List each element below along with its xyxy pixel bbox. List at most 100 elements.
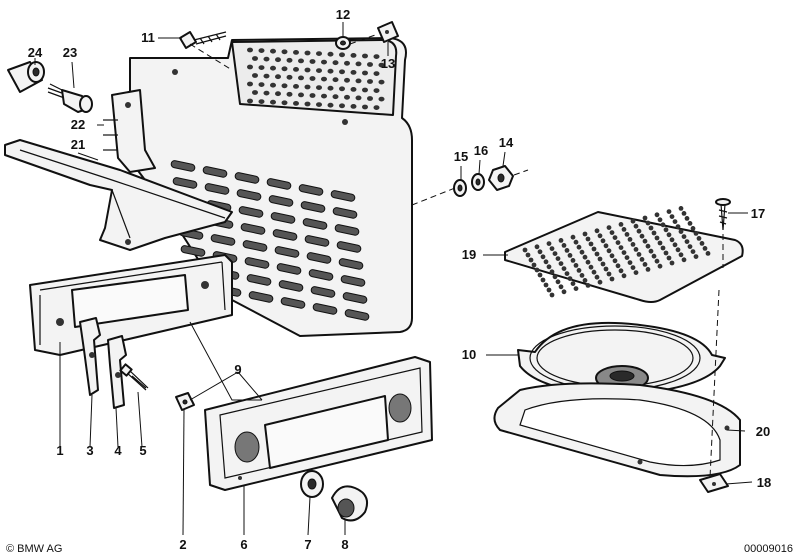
- grille-hole: [561, 266, 567, 271]
- perforation-hole: [263, 73, 270, 79]
- perforation-hole: [247, 47, 253, 53]
- grille-hole: [675, 247, 681, 253]
- grille-hole: [582, 254, 588, 260]
- grille-screw: [715, 198, 731, 231]
- grille-hole: [606, 225, 612, 231]
- perforation-hole: [344, 60, 350, 66]
- perforation-hole: [362, 87, 368, 93]
- grille-hole: [531, 262, 537, 268]
- grille-hole: [603, 243, 609, 249]
- washer-flat: [453, 179, 467, 197]
- louvre-slot: [310, 286, 336, 298]
- grille-hole: [624, 255, 630, 260]
- louvre-slot: [240, 223, 266, 235]
- callout-9: 9: [234, 362, 241, 377]
- louvre-slot: [170, 160, 196, 172]
- grille-hole: [585, 283, 591, 288]
- grille-hole: [588, 264, 594, 270]
- perforation-hole: [281, 49, 288, 55]
- grille-hole: [576, 268, 582, 273]
- callout-24: 24: [28, 45, 43, 60]
- grille-hole: [540, 254, 546, 260]
- perforation-hole: [293, 67, 299, 72]
- perforation-hole: [367, 62, 373, 67]
- grille-hole: [645, 243, 651, 249]
- grille-hole: [675, 224, 681, 230]
- grille-hole: [594, 274, 600, 280]
- grille-hole: [591, 246, 597, 252]
- perforation-hole: [350, 104, 357, 109]
- drawing-number: 00009016: [744, 543, 793, 555]
- grille-hole: [630, 218, 636, 224]
- grille-hole: [648, 225, 654, 231]
- grille-hole: [666, 232, 672, 238]
- grille-hole: [672, 242, 678, 248]
- louvre-slot: [342, 292, 368, 304]
- grille-hole: [555, 256, 561, 261]
- perforation-hole: [258, 65, 265, 70]
- grille-hole: [618, 245, 624, 251]
- grille-hole: [582, 231, 588, 237]
- perforation-hole: [373, 54, 380, 59]
- louvre-slot: [344, 309, 370, 321]
- perforation-hole: [263, 56, 270, 62]
- nut-top: [335, 36, 351, 50]
- louvre-slot: [302, 218, 328, 230]
- callout-20: 20: [756, 424, 770, 439]
- grille-hole: [546, 241, 552, 247]
- louvre-slot: [244, 257, 270, 269]
- grille-hole: [645, 267, 651, 272]
- grille-hole: [642, 238, 648, 244]
- grille-hole: [618, 268, 624, 274]
- rubber-cap: [7, 61, 45, 93]
- grille-hole: [636, 252, 642, 257]
- louvre-slot: [308, 269, 334, 281]
- grille-hole: [624, 232, 630, 237]
- control-knob: [331, 485, 368, 522]
- louvre-slot: [210, 234, 236, 246]
- louvre-slot: [270, 212, 296, 224]
- perforation-hole: [258, 48, 265, 53]
- grille-hole: [699, 241, 705, 246]
- perforation-hole: [362, 70, 368, 76]
- perforation-hole: [355, 61, 362, 67]
- callout-13: 13: [381, 56, 395, 71]
- callout-18: 18: [757, 475, 771, 490]
- grille-hole: [669, 260, 675, 266]
- perforation-hole: [286, 57, 293, 63]
- perforation-hole: [344, 94, 350, 100]
- louvre-slot: [340, 275, 366, 287]
- perforation-hole: [362, 53, 368, 59]
- perforation-hole: [378, 96, 385, 102]
- louvre-slot: [204, 183, 230, 195]
- callout-7: 7: [304, 537, 311, 552]
- perforation-hole: [252, 56, 258, 61]
- louvre-slot: [276, 263, 302, 275]
- grille-hole: [702, 246, 708, 251]
- grille-hole: [585, 259, 591, 265]
- grille-hole: [564, 248, 570, 253]
- grille-hole: [564, 271, 570, 276]
- grille-hole: [534, 244, 540, 250]
- grille-hole: [681, 234, 687, 240]
- callout-6: 6: [240, 537, 247, 552]
- louvre-slot: [242, 240, 268, 252]
- callout-17: 17: [751, 206, 765, 221]
- grille-hole: [669, 214, 675, 220]
- grille-hole: [585, 236, 591, 242]
- perforation-hole: [304, 101, 311, 107]
- grille-hole: [666, 255, 672, 261]
- perforation-hole: [258, 99, 265, 104]
- perforation-hole: [373, 71, 380, 76]
- perforation-hole: [327, 51, 334, 57]
- perforation-hole: [332, 77, 339, 83]
- grille-hole: [543, 259, 549, 265]
- perforation-hole: [247, 64, 253, 70]
- perforation-hole: [321, 93, 327, 99]
- louvre-slot: [272, 229, 298, 241]
- louvre-slot: [312, 303, 338, 315]
- grille-hole: [645, 220, 651, 226]
- knob-adapter: [300, 470, 324, 498]
- grille-hole: [543, 282, 549, 288]
- grille-hole: [621, 273, 627, 279]
